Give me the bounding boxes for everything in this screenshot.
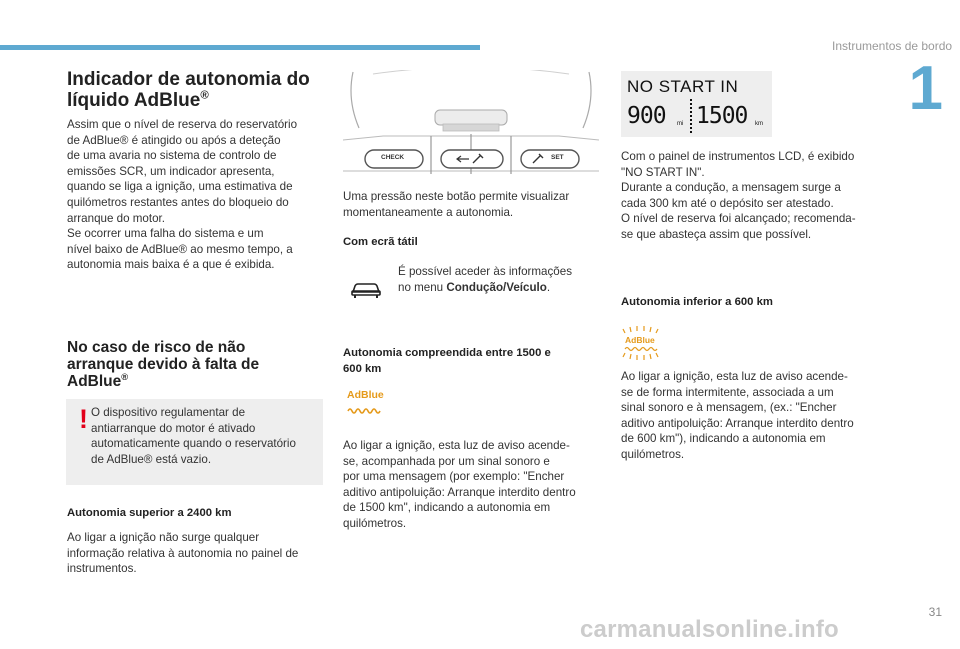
adblue-flashing-warning-icon: AdBlue (619, 326, 663, 360)
main-title: Indicador de autonomia do líquido AdBlue… (67, 69, 310, 111)
warning-box: ! O dispositivo regulamentar de antiarra… (66, 399, 323, 485)
warning-exclamation-icon: ! (79, 404, 88, 434)
check-button-label: CHECK (381, 154, 405, 161)
paragraph-under-600: Ao ligar a ignição, esta luz de aviso ac… (621, 370, 854, 461)
lcd-title: NO START IN (627, 77, 739, 96)
watermark: carmanualsonline.info (580, 616, 839, 643)
chapter-number: 1 (908, 54, 943, 123)
paragraph-1500-600: Ao ligar a ignição, esta luz de aviso ac… (343, 439, 576, 530)
touchscreen-text: É possível aceder às informações no menu… (398, 265, 572, 294)
subheading-touchscreen: Com ecrã tátil (343, 236, 418, 248)
subheading-over-2400: Autonomia superior a 2400 km (67, 507, 232, 519)
dashboard-stalk-icon (342, 66, 600, 174)
set-button-label: SET (551, 154, 564, 161)
lcd-unit-mi: mi (677, 121, 684, 127)
lcd-value-mi: 900 (627, 103, 667, 129)
lcd-unit-km: km (755, 121, 763, 127)
warning-text: O dispositivo regulamentar de antiarranq… (91, 406, 296, 466)
car-icon (350, 279, 382, 299)
header-accent-bar (0, 45, 480, 50)
subheading-1500-600: Autonomia compreendida entre 1500 e 600 … (343, 347, 551, 375)
paragraph-lcd: Com o painel de instrumentos LCD, é exib… (621, 150, 856, 241)
lcd-no-start-display: NO START IN 900 mi 1500 km (621, 71, 772, 137)
intro-paragraph: Assim que o nível de reserva do reservat… (67, 118, 298, 272)
subheading-under-600: Autonomia inferior a 600 km (621, 296, 773, 308)
section-title: Instrumentos de bordo (832, 39, 953, 53)
adblue-warning-icon: AdBlue (347, 389, 387, 414)
lcd-divider (690, 99, 694, 133)
section-subtitle: No caso de risco de não arranque devido … (67, 339, 260, 390)
menu-name: Condução/Veículo (446, 280, 547, 294)
dashboard-illustration: CHECK SET (342, 66, 600, 176)
paragraph-over-2400: Ao ligar a ignição não surge qualquer in… (67, 531, 299, 576)
lcd-value-km: 1500 (696, 103, 748, 129)
paragraph-button-press: Uma pressão neste botão permite visualiz… (343, 190, 570, 219)
page-number: 31 (928, 605, 942, 619)
